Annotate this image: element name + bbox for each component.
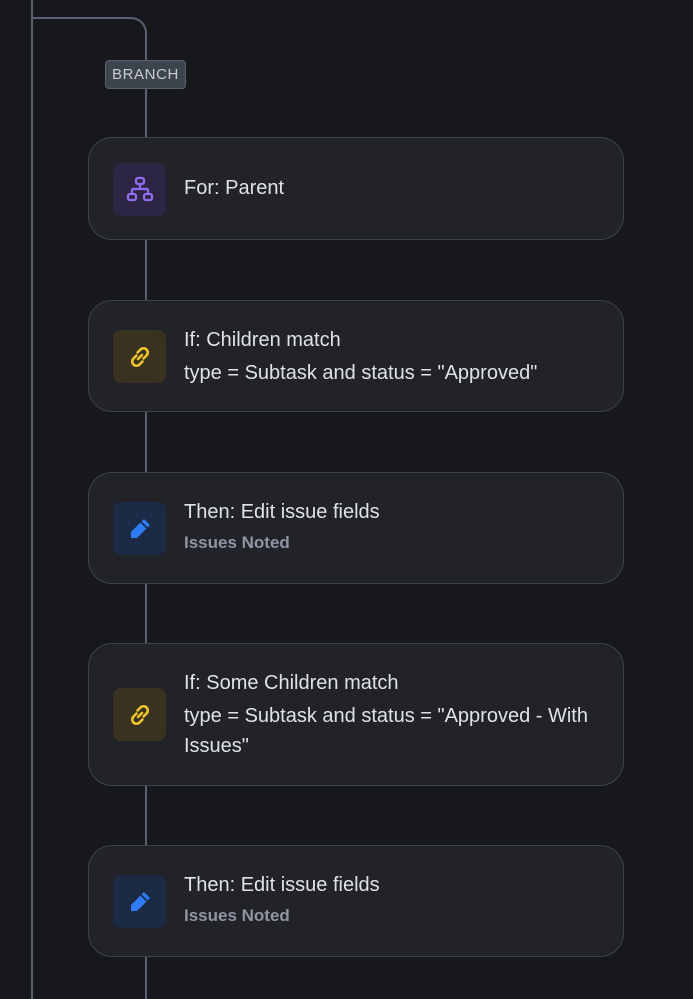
pencil-icon bbox=[113, 875, 166, 928]
for-parent-card[interactable]: For: Parent bbox=[88, 137, 624, 240]
main-connector-line bbox=[31, 0, 33, 999]
link-icon bbox=[113, 330, 166, 383]
link-icon bbox=[113, 688, 166, 741]
edit-issue-fields-card[interactable]: Then: Edit issue fields Issues Noted bbox=[88, 472, 624, 584]
card-title: Then: Edit issue fields bbox=[184, 874, 380, 896]
branch-connector-curve bbox=[32, 17, 147, 59]
card-condition: type = Subtask and status = "Approved - … bbox=[184, 705, 588, 757]
pencil-icon bbox=[113, 502, 166, 555]
if-children-match-card[interactable]: If: Children match type = Subtask and st… bbox=[88, 300, 624, 412]
card-title: Then: Edit issue fields bbox=[184, 501, 380, 523]
hierarchy-icon bbox=[113, 163, 166, 216]
card-condition: type = Subtask and status = "Approved" bbox=[184, 362, 538, 384]
branch-badge: BRANCH bbox=[105, 60, 186, 89]
card-subtitle: Issues Noted bbox=[184, 533, 290, 552]
card-title: For: Parent bbox=[184, 177, 285, 199]
card-subtitle: Issues Noted bbox=[184, 906, 290, 925]
edit-issue-fields-card[interactable]: Then: Edit issue fields Issues Noted bbox=[88, 845, 624, 957]
card-title: If: Children match bbox=[184, 329, 341, 351]
card-title: If: Some Children match bbox=[184, 672, 399, 694]
if-some-children-match-card[interactable]: If: Some Children match type = Subtask a… bbox=[88, 643, 624, 786]
